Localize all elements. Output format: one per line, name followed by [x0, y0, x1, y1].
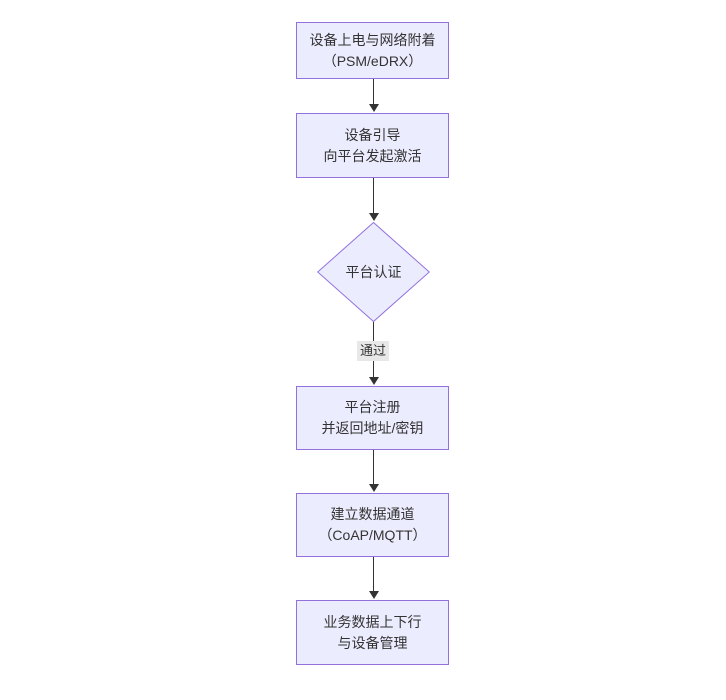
arrowhead-down-icon	[368, 591, 379, 599]
edge-label-pass: 通过	[356, 341, 390, 361]
node-label-line: 与设备管理	[337, 634, 408, 651]
edge-a-b	[368, 79, 379, 112]
node-device-power-network-attach: 设备上电与网络附着 （PSM/eDRX）	[296, 22, 449, 79]
arrowhead-down-icon	[368, 484, 379, 492]
node-device-bootstrap-activate: 设备引导 向平台发起激活	[296, 113, 449, 178]
node-label-line: 设备上电与网络附着	[309, 31, 436, 48]
node-business-data-device-mgmt: 业务数据上下行 与设备管理	[296, 600, 449, 665]
edge-line	[372, 450, 374, 485]
node-label-line: 业务数据上下行	[323, 613, 422, 630]
node-platform-auth-label: 平台认证	[345, 264, 402, 280]
edge-line	[372, 178, 374, 214]
node-label-line: 平台注册	[344, 399, 401, 415]
node-label-line: 并返回地址/密钥	[321, 420, 424, 436]
arrowhead-down-icon	[368, 377, 379, 385]
node-platform-auth-diamond	[317, 222, 430, 322]
edge-b-c	[368, 178, 379, 221]
node-label-line: 设备引导	[344, 126, 401, 143]
edge-e-f	[368, 557, 379, 599]
diamond-shape	[317, 222, 430, 322]
edge-line	[372, 557, 374, 592]
node-data-channel: 建立数据通道 （CoAP/MQTT）	[296, 493, 449, 557]
node-platform-register: 平台注册 并返回地址/密钥	[296, 386, 449, 450]
arrowhead-down-icon	[368, 213, 379, 221]
node-label-line: （CoAP/MQTT）	[318, 527, 427, 543]
node-label-line: （PSM/eDRX）	[322, 52, 423, 69]
node-label-line: 向平台发起激活	[323, 147, 422, 164]
edge-d-e	[368, 450, 379, 492]
edge-line	[372, 79, 374, 105]
node-label-line: 建立数据通道	[330, 506, 415, 522]
arrowhead-down-icon	[368, 104, 379, 112]
